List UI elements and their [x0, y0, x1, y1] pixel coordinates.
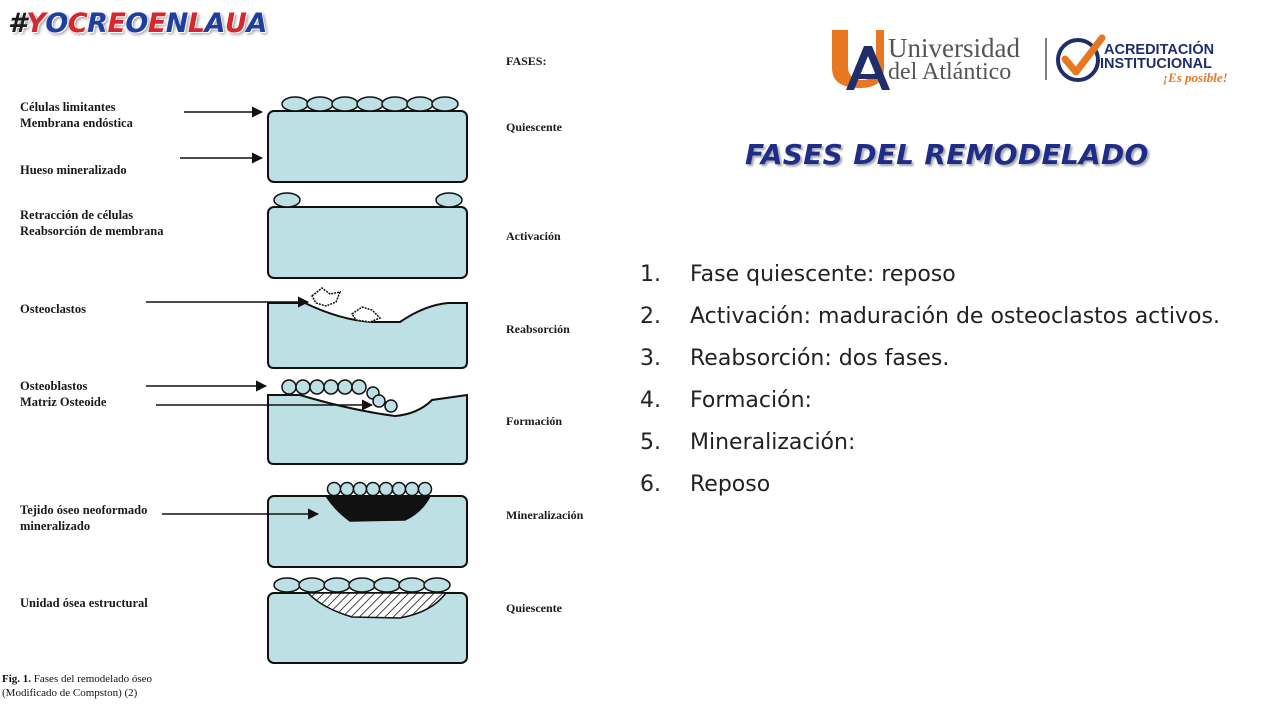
label-mineralized-bone: Hueso mineralizado — [20, 163, 127, 177]
hashtag-letter: E — [107, 8, 126, 39]
figure-caption: Fig. 1. Fases del remodelado óseo (Modif… — [2, 672, 152, 700]
accreditation-line2: INSTITUCIONAL — [1100, 56, 1212, 72]
university-name-line2: del Atlántico — [888, 59, 1011, 85]
list-item: 2. Activación: maduración de osteoclastos… — [640, 300, 1254, 333]
bone-block-cavity — [267, 302, 468, 369]
retracted-cell — [273, 192, 301, 208]
phases-header: FASES: — [506, 54, 546, 68]
stage-quiescent — [267, 96, 468, 183]
list-item-text: Reposo — [690, 472, 771, 497]
list-item-text: Reabsorción: dos fases. — [690, 346, 950, 371]
list-item: 3. Reabsorción: dos fases. — [640, 342, 1254, 375]
list-item-text: Mineralización: — [690, 430, 856, 455]
list-item: 1. Fase quiescente: reposo — [640, 258, 1254, 291]
phase-label: Mineralización — [506, 508, 584, 522]
caption-bold: Fig. 1. — [2, 673, 32, 685]
list-item-text: Fase quiescente: reposo — [690, 262, 956, 287]
label-osteoblasts: Osteoblastos — [20, 379, 88, 393]
list-item-number: 2. — [640, 304, 661, 329]
bone-block — [267, 206, 468, 279]
university-logo: Universidad del Atlántico ACREDITACIÓN I… — [832, 30, 1228, 90]
list-item-text: Formación: — [690, 388, 812, 413]
label-membrane-resorption: Reabsorción de membrana — [20, 224, 164, 238]
stage-resorption — [267, 287, 468, 369]
hashtag-letter: L — [187, 8, 205, 39]
hashtag-letter: O — [125, 8, 148, 39]
label-endosteal-membrane: Membrana endóstica — [20, 116, 134, 130]
hashtag-letter: R — [87, 8, 108, 39]
university-name-line1: Universidad — [888, 33, 1020, 63]
label-new-bone-tissue: Tejido óseo neoformado — [20, 503, 147, 517]
hashtag-letter: A — [204, 8, 226, 39]
stage-mineralization — [267, 481, 468, 568]
label-cell-retraction: Retracción de células — [20, 208, 133, 222]
list-item-number: 3. — [640, 346, 661, 371]
lining-cells — [281, 96, 459, 112]
hashtag-title: #YOCREOENLAUA — [8, 8, 267, 39]
phase-list: 1. Fase quiescente: reposo 2. Activación: … — [640, 258, 1254, 510]
ua-emblem-icon — [832, 30, 890, 90]
pointer-arrows — [146, 106, 374, 520]
phase-label: Reabsorción — [506, 322, 570, 336]
list-item-number: 4. — [640, 388, 661, 413]
new-mineralized-tissue — [324, 495, 432, 522]
phase-label: Quiescente — [506, 120, 563, 134]
slide-title: FASES DEL REMODELADO — [745, 138, 1149, 171]
lining-cells — [273, 577, 451, 593]
list-item-number: 1. — [640, 262, 661, 287]
accreditation-tagline: ¡Es posible! — [1163, 70, 1228, 85]
list-item: 5. Mineralización: — [640, 426, 1254, 459]
osteoblast-cells — [326, 481, 433, 497]
osteoblast-cells — [281, 379, 398, 413]
label-lining-cells: Células limitantes — [20, 100, 116, 114]
hashtag-letter: Y — [26, 8, 46, 39]
list-item-text: Activación: maduración de osteoclastos a… — [690, 304, 1220, 329]
hashtag-letter: O — [45, 8, 68, 39]
accreditation-check-icon — [1056, 34, 1106, 82]
list-item: 6. Reposo — [640, 468, 1254, 501]
hashtag-letter: U — [225, 8, 247, 39]
osteoclast-cell — [311, 287, 342, 307]
hashtag-letter: N — [165, 8, 189, 39]
hashtag-letter: C — [67, 8, 88, 39]
phase-label: Formación — [506, 414, 562, 428]
stage-activation — [267, 192, 468, 279]
list-item-number: 5. — [640, 430, 661, 455]
caption-source: (Modificado de Compston) (2) — [2, 687, 138, 699]
caption-text: Fases del remodelado óseo — [31, 673, 152, 685]
accreditation-line1: ACREDITACIÓN — [1104, 40, 1214, 58]
label-osteoclasts: Osteoclastos — [20, 302, 86, 316]
stage-formation — [267, 379, 468, 465]
osteoclast-cell — [350, 306, 382, 323]
phase-label: Activación — [506, 229, 561, 243]
label-osteoid-matrix: Matriz Osteoide — [20, 395, 107, 409]
label-mineralized: mineralizado — [20, 519, 90, 533]
list-item-number: 6. — [640, 472, 661, 497]
retracted-cell — [435, 192, 463, 208]
hashtag-letter: A — [246, 8, 267, 39]
structural-bone-unit — [306, 592, 448, 619]
remodeling-figure: FASES: — [20, 54, 584, 664]
list-item: 4. Formación: — [640, 384, 1254, 417]
hashtag-letter: E — [147, 8, 166, 39]
label-structural-unit: Unidad ósea estructural — [20, 596, 148, 610]
bone-block — [267, 110, 468, 183]
hashtag-letter: # — [8, 8, 27, 39]
stage-quiescent-final — [267, 577, 468, 664]
bone-block-cavity — [267, 393, 468, 465]
phase-label: Quiescente — [506, 601, 563, 615]
